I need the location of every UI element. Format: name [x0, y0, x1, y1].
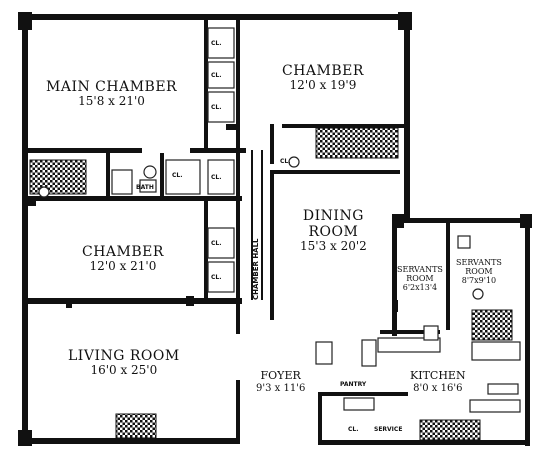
room-chamber-top: CHAMBER 12'0 x 19'9	[282, 63, 364, 93]
hall-label: CHAMBER HALL	[252, 238, 260, 300]
closet-label: CL.	[172, 172, 183, 179]
bath-label: BATH	[136, 184, 154, 191]
room-name: CHAMBER	[282, 63, 364, 79]
room-name: SERVANTS	[397, 265, 443, 274]
outer-walls	[18, 12, 532, 446]
closet-label: CL.	[280, 158, 291, 165]
interior-walls	[22, 18, 450, 444]
room-dims: 8'0 x 16'6	[413, 382, 463, 394]
room-dims: 8'7x9'10	[461, 276, 497, 286]
closet-label: CL.	[211, 274, 222, 281]
room-name-2: ROOM	[308, 224, 359, 241]
closet-label: CL.	[211, 240, 222, 247]
kitchen-fixtures	[315, 235, 521, 413]
closet-label: CL.	[211, 174, 222, 181]
closet-label: CL.	[348, 426, 359, 433]
room-dims: 12'0 x 19'9	[289, 78, 357, 93]
room-dims: 6'2x13'4	[402, 283, 438, 293]
room-dims: 15'8 x 21'0	[78, 94, 145, 109]
room-living-room: LIVING ROOM 16'0 x 25'0	[68, 348, 180, 378]
bath-fixtures	[38, 156, 300, 198]
door-marks	[28, 124, 398, 312]
room-kitchen: KITCHEN 8'0 x 16'6	[410, 369, 466, 394]
tiled-areas	[29, 127, 513, 441]
room-name: MAIN CHAMBER	[46, 79, 178, 95]
pantry-label: PANTRY	[340, 381, 367, 388]
room-dims: 9'3 x 11'6	[256, 382, 306, 394]
closet-label: CL.	[211, 72, 222, 79]
room-foyer: FOYER 9'3 x 11'6	[256, 369, 306, 394]
room-name: FOYER	[260, 369, 301, 382]
room-name: KITCHEN	[410, 369, 466, 382]
room-name: DINING	[302, 208, 364, 224]
room-name: SERVANTS	[456, 258, 502, 267]
service-label: SERVICE	[374, 426, 403, 433]
room-name: CHAMBER	[82, 244, 164, 260]
room-dining-room: DINING ROOM 15'3 x 20'2	[300, 208, 367, 254]
room-name-2: ROOM	[465, 267, 493, 277]
closet-label: CL.	[211, 40, 222, 47]
room-dims: 15'3 x 20'2	[300, 239, 367, 254]
room-dims: 12'0 x 21'0	[89, 259, 157, 274]
closets	[165, 27, 235, 293]
room-chamber-left: CHAMBER 12'0 x 21'0	[82, 244, 164, 274]
room-servants-room-1: SERVANTS ROOM 6'2x13'4	[397, 265, 443, 293]
room-servants-room-2: SERVANTS ROOM 8'7x9'10	[456, 258, 502, 286]
room-main-chamber: MAIN CHAMBER 15'8 x 21'0	[46, 79, 177, 109]
room-dims: 16'0 x 25'0	[90, 363, 158, 378]
closet-label: CL.	[211, 104, 222, 111]
room-name-2: ROOM	[406, 274, 434, 284]
room-name: LIVING ROOM	[68, 348, 180, 364]
